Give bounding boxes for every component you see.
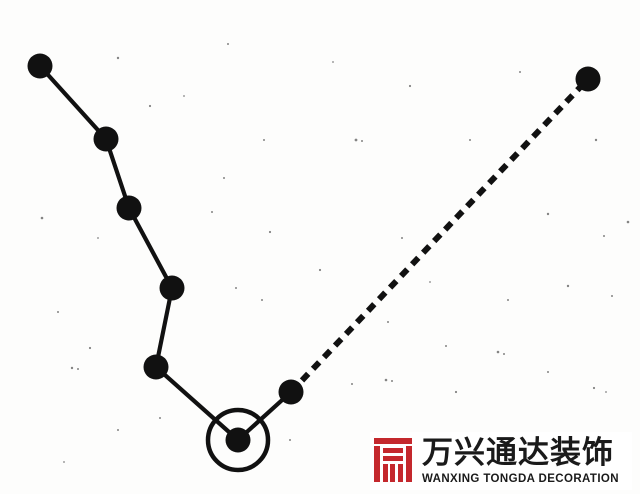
brand-logo-icon	[374, 438, 412, 482]
watermark-brand-en: WANXING TONGDA DECORATION	[422, 473, 619, 485]
path-node	[27, 53, 53, 79]
path-node	[93, 126, 119, 152]
path-nodes	[27, 53, 601, 453]
path-node	[116, 195, 142, 221]
solid-path-line	[37, 63, 294, 443]
path-node	[159, 275, 185, 301]
paper-speckles	[40, 43, 630, 463]
watermark-brand-cn: 万兴通达装饰	[422, 435, 614, 471]
dashed-endpoint-node	[575, 66, 601, 92]
path-node	[278, 379, 304, 405]
dashed-path-line	[288, 76, 591, 395]
path-node	[143, 354, 169, 380]
turning-node	[225, 427, 251, 453]
watermark: 万兴通达装饰 WANXING TONGDA DECORATION	[370, 432, 632, 490]
highlight-ring	[205, 407, 271, 473]
